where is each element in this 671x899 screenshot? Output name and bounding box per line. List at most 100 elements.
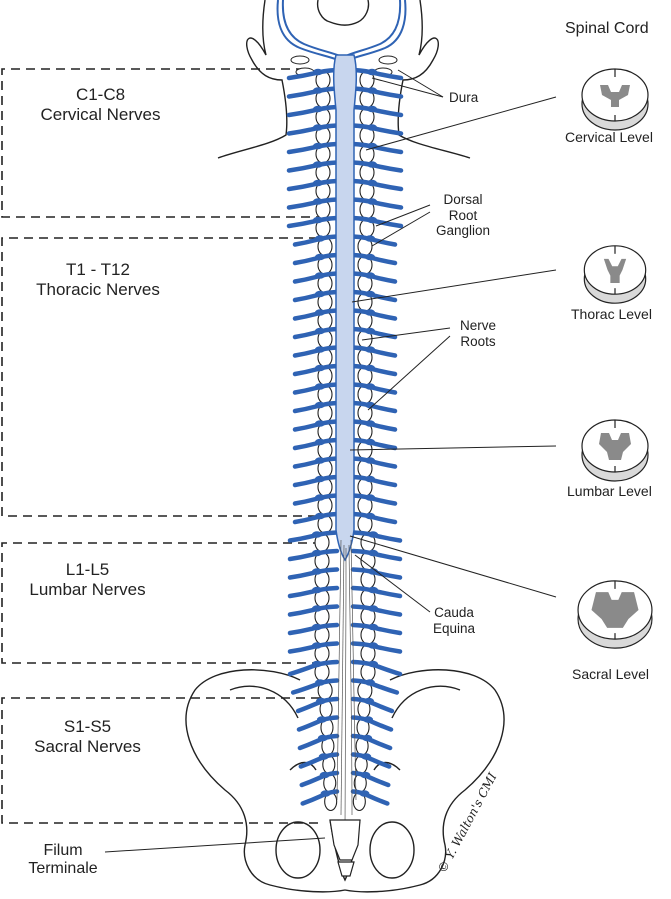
dorsal-root-ganglion bbox=[367, 87, 377, 94]
callout-dura: Dura bbox=[449, 90, 479, 105]
dorsal-root-ganglion bbox=[365, 438, 375, 446]
dorsal-root-ganglion bbox=[318, 753, 329, 760]
cord-section-thoracic bbox=[583, 245, 647, 304]
dorsal-root-ganglion bbox=[365, 512, 375, 520]
dorsal-root-ganglion bbox=[363, 716, 374, 723]
dorsal-root-ganglion bbox=[365, 457, 375, 464]
region-name: Thoracic Nerves bbox=[36, 279, 160, 299]
region-code: S1-S5 bbox=[63, 717, 112, 736]
dorsal-root-ganglion bbox=[313, 87, 323, 94]
dorsal-root-ganglion bbox=[319, 771, 330, 779]
callout-line: Nerve bbox=[459, 318, 496, 333]
dorsal-root-ganglion bbox=[315, 383, 325, 390]
dorsal-root-ganglion bbox=[365, 420, 375, 427]
dorsal-root-ganglion bbox=[368, 642, 378, 649]
sacrum bbox=[329, 819, 361, 877]
dorsal-root-ganglion bbox=[367, 198, 377, 205]
dorsal-root-ganglion bbox=[368, 531, 378, 538]
dorsal-root-ganglion bbox=[315, 457, 325, 464]
dorsal-root-ganglion bbox=[362, 734, 373, 742]
callout-line: Filum bbox=[43, 842, 83, 859]
dorsal-root-ganglion bbox=[315, 438, 325, 446]
dorsal-root-ganglion bbox=[312, 531, 322, 538]
dorsal-root-ganglion bbox=[315, 420, 325, 427]
gray-matter bbox=[599, 433, 631, 460]
spinal-nerves bbox=[286, 67, 404, 806]
dorsal-root-ganglion bbox=[368, 586, 378, 594]
dorsal-root-ganglion bbox=[313, 124, 323, 131]
callout-nerve-roots: Nerve Roots bbox=[448, 318, 508, 349]
dorsal-root-ganglion bbox=[368, 605, 378, 612]
lumbar-box bbox=[1, 542, 322, 664]
region-name: Cervical Nerves bbox=[40, 104, 161, 124]
dorsal-root-ganglion bbox=[312, 549, 322, 557]
callout-dorsal-root-ganglion: Dorsal Root Ganglion bbox=[428, 192, 498, 239]
dorsal-root-ganglion bbox=[320, 790, 331, 797]
vertebra-oval bbox=[290, 55, 310, 65]
dorsal-root-ganglion bbox=[315, 679, 326, 686]
dorsal-root-ganglion bbox=[313, 198, 323, 205]
dorsal-root-ganglion bbox=[365, 346, 375, 353]
gray-matter bbox=[600, 85, 630, 107]
callout-line: Dorsal bbox=[443, 192, 483, 207]
region-code: L1-L5 bbox=[65, 560, 110, 579]
dorsal-root-ganglion bbox=[368, 623, 378, 631]
region-name: Lumbar Nerves bbox=[29, 579, 146, 599]
region-label-thoracic: T1 - T12 Thoracic Nerves bbox=[8, 260, 188, 299]
dorsal-root-ganglion bbox=[364, 679, 375, 686]
region-name: Sacral Nerves bbox=[34, 736, 141, 756]
thoracic-box bbox=[1, 237, 320, 517]
cord-section-lumbar bbox=[581, 419, 649, 482]
level-label-lumbar: Lumbar Level bbox=[567, 483, 652, 499]
dorsal-root-ganglion bbox=[367, 161, 377, 168]
dorsal-root-ganglion bbox=[363, 697, 374, 705]
dorsal-root-ganglion bbox=[367, 105, 377, 113]
cord-title: Spinal Cord bbox=[565, 20, 649, 37]
dorsal-root-ganglion bbox=[313, 105, 323, 113]
dorsal-root-ganglion bbox=[368, 568, 378, 575]
callout-cauda-equina: Cauda Equina bbox=[424, 605, 484, 636]
dorsal-root-ganglion bbox=[361, 753, 372, 760]
dorsal-root-ganglion bbox=[365, 235, 375, 242]
dorsal-root-ganglion bbox=[313, 68, 323, 76]
dorsal-root-ganglion bbox=[316, 716, 327, 723]
cord-section-cervical bbox=[581, 68, 649, 131]
dorsal-root-ganglion bbox=[313, 161, 323, 168]
callout-filum-terminale: Filum Terminale bbox=[18, 842, 108, 879]
dorsal-root-ganglion bbox=[367, 124, 377, 131]
dorsal-root-ganglion bbox=[368, 549, 378, 557]
callout-line: Terminale bbox=[28, 860, 98, 878]
region-label-lumbar: L1-L5 Lumbar Nerves bbox=[10, 560, 165, 599]
dorsal-root-ganglion bbox=[313, 142, 323, 150]
dorsal-root-ganglion bbox=[315, 327, 325, 335]
gray-matter bbox=[603, 258, 627, 284]
dorsal-root-ganglion bbox=[312, 623, 322, 631]
callout-line: Roots bbox=[460, 333, 496, 349]
dorsal-root-ganglion bbox=[365, 494, 375, 501]
dorsal-root-ganglion bbox=[365, 383, 375, 390]
brain-nerves bbox=[276, 0, 407, 61]
dorsal-root-ganglion bbox=[315, 235, 325, 242]
dorsal-root-ganglion bbox=[312, 642, 322, 649]
cord-sections bbox=[577, 68, 653, 649]
dorsal-root-ganglion bbox=[315, 401, 325, 409]
dorsal-root-ganglion bbox=[315, 475, 325, 483]
level-label-thoracic: Thorac Level bbox=[571, 306, 652, 322]
dorsal-root-ganglion bbox=[365, 309, 375, 316]
vertebra-oval bbox=[378, 55, 398, 65]
dorsal-root-ganglion bbox=[315, 309, 325, 316]
dorsal-root-ganglion bbox=[313, 179, 323, 187]
dorsal-root-ganglion bbox=[312, 586, 322, 594]
leader-lines bbox=[104, 69, 557, 853]
region-code: C1-C8 bbox=[75, 85, 126, 104]
dorsal-root-ganglion bbox=[365, 272, 375, 279]
dorsal-root-ganglion bbox=[365, 364, 375, 372]
dorsal-root-ganglion bbox=[360, 771, 371, 779]
dorsal-root-ganglion bbox=[368, 660, 378, 668]
dorsal-root-ganglion bbox=[315, 512, 325, 520]
dorsal-root-ganglion bbox=[367, 179, 377, 187]
dorsal-root-ganglion bbox=[365, 327, 375, 335]
sacral-box bbox=[1, 697, 320, 824]
region-label-sacral: S1-S5 Sacral Nerves bbox=[10, 717, 165, 756]
